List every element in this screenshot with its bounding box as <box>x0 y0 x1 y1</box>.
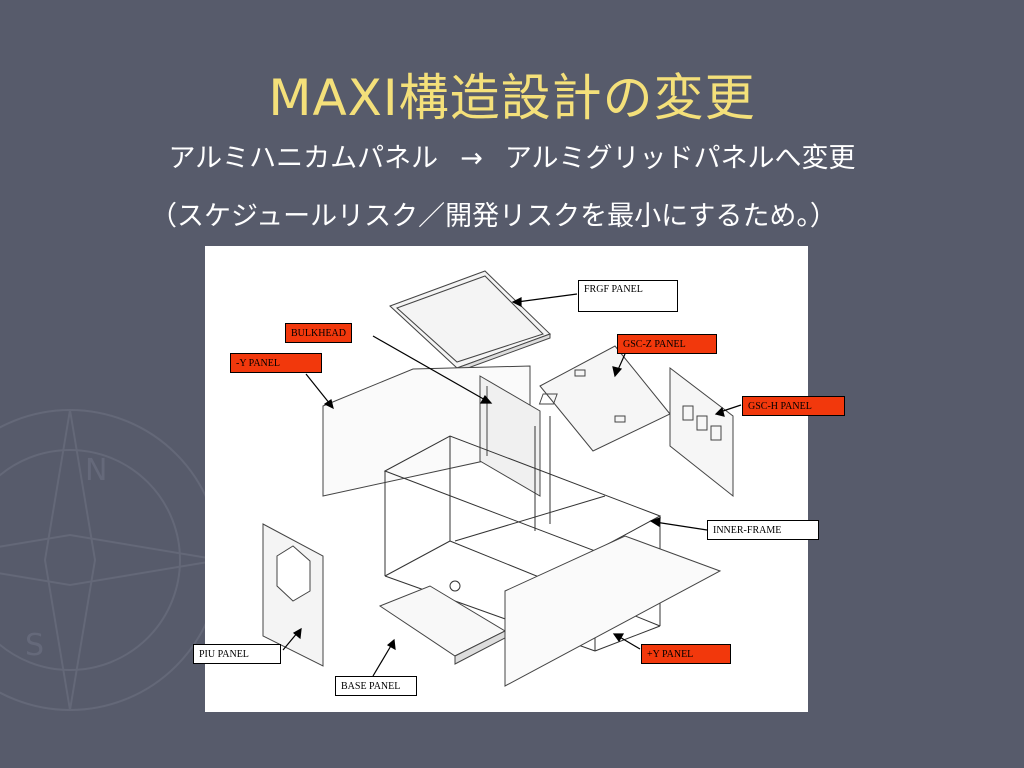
gsc-h-panel-shape <box>669 366 734 498</box>
label-bulkhead: BULKHEAD <box>285 323 352 343</box>
pos-y-panel-shape <box>504 535 722 687</box>
slide-title: MAXI構造設計の変更 <box>268 69 756 127</box>
gsc-z-panel-shape <box>538 345 671 452</box>
label-neg-y-panel: -Y PANEL <box>230 353 322 373</box>
label-base-panel: BASE PANEL <box>335 676 417 696</box>
label-pos-y-panel: +Y PANEL <box>641 644 731 664</box>
subtitle-from: アルミハニカムパネル <box>168 143 439 174</box>
label-piu-panel: PIU PANEL <box>193 644 281 664</box>
bulkhead-shape <box>479 375 541 497</box>
label-gsc-z-panel: GSC-Z PANEL <box>617 334 717 354</box>
frgf-panel-shape <box>389 270 551 373</box>
exploded-structure-diagram: FRGF PANEL BULKHEAD GSC-Z PANEL -Y PANEL… <box>193 246 845 712</box>
right-arrow-icon: → <box>460 143 483 174</box>
slide-subtitle: アルミハニカムパネル → アルミグリッドパネルへ変更 <box>0 136 1024 175</box>
structure-drawing <box>262 270 742 687</box>
svg-text:S: S <box>25 628 44 663</box>
label-inner-frame: INNER-FRAME <box>707 520 819 540</box>
base-panel-shape <box>378 585 507 665</box>
label-gsc-h-panel: GSC-H PANEL <box>742 396 845 416</box>
slide-note: （スケジュールリスク／開発リスクを最小にするため。） <box>150 201 837 232</box>
svg-text:N: N <box>85 453 107 488</box>
label-frgf-panel: FRGF PANEL <box>578 280 678 312</box>
piu-panel-shape <box>262 523 324 667</box>
subtitle-to: アルミグリッドパネルへ変更 <box>504 143 856 174</box>
